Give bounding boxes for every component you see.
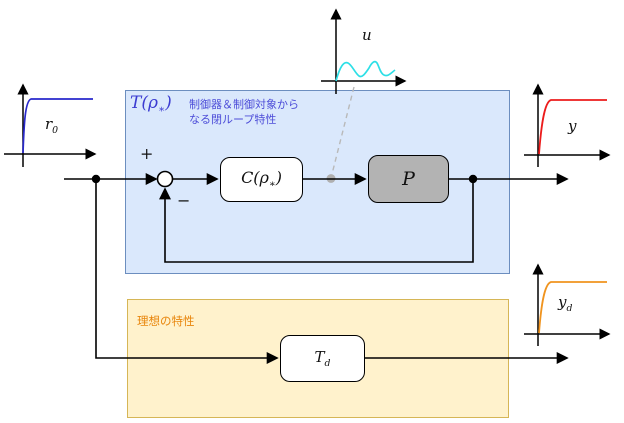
r0-plot-axes (4, 83, 97, 167)
u-signal-label: u (362, 26, 372, 44)
signal-wires (64, 173, 569, 364)
closed-loop-caption: 制御器＆制御対象から なる閉ループ特性 (189, 98, 299, 127)
summing-junction (156, 170, 174, 188)
ideal-characteristic-caption: 理想の特性 (137, 314, 195, 328)
r0-step-curve (22, 98, 93, 154)
controller-label: C(ρ∗) (241, 168, 282, 191)
branch-to-reference-wire (95, 179, 279, 364)
input-branch-dot (91, 174, 101, 184)
reference-model-label: Td (314, 348, 331, 369)
sum-minus-sign: − (177, 191, 191, 210)
closed-loop-transfer-label: T(ρ∗) (130, 93, 172, 116)
y-signal-label: y (568, 117, 577, 135)
yd-plot-axes (524, 263, 611, 346)
feedback-wire (159, 179, 474, 263)
r0-signal-label: r0 (45, 115, 59, 136)
plant-block: P (368, 155, 449, 203)
closed-loop-caption-line2: なる閉ループ特性 (189, 112, 277, 126)
u-signal-curve (335, 60, 396, 82)
y-step-curve (538, 99, 607, 155)
yd-step-curve (538, 281, 607, 334)
yd-signal-label: yd (558, 293, 573, 314)
output-branch-dot (468, 174, 478, 184)
sum-plus-sign: + (140, 144, 154, 163)
reference-model-block: Td (280, 335, 365, 382)
u-probe-dashed-connector (331, 86, 355, 175)
controller-block: C(ρ∗) (220, 157, 303, 202)
plant-label: P (402, 168, 415, 190)
y-plot-axes (524, 83, 611, 167)
closed-loop-caption-line1: 制御器＆制御対象から (189, 98, 299, 111)
u-plot-axes (321, 8, 407, 94)
